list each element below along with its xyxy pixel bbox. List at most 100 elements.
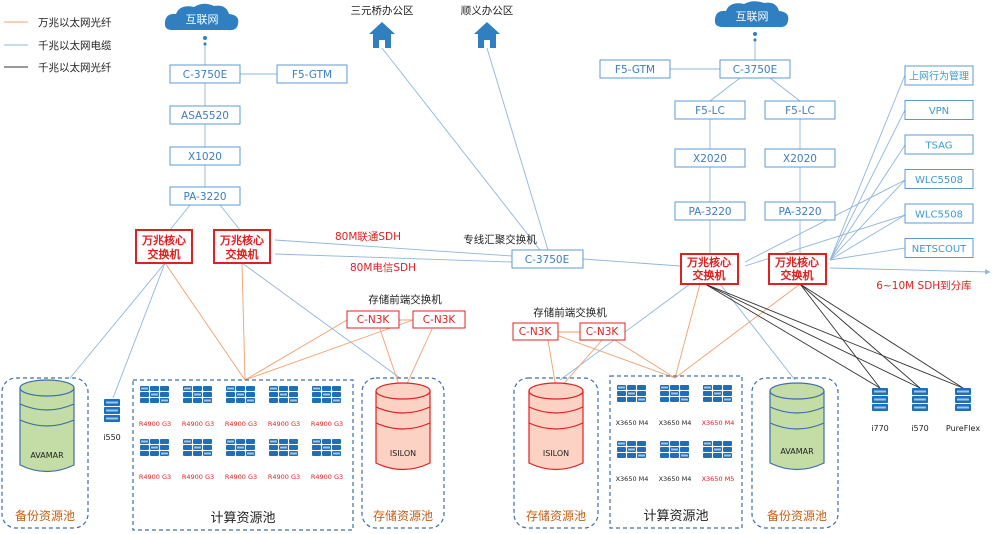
office-sanyuanqiao[interactable]: 三元桥办公区 [351,4,414,48]
left-server-9[interactable]: R4900 G3 [268,439,300,481]
right-side-box-label: WLC5508 [915,175,963,186]
right-pa-1[interactable]: PA-3220 [674,201,746,221]
legend-blue-label: 千兆以太网电缆 [38,39,112,52]
aggr-switch-caption: 专线汇聚交换机 [463,233,537,246]
right-pa-2[interactable]: PA-3220 [764,201,836,221]
left-storage-pool-label: 存储资源池 [373,508,433,523]
left-server-3[interactable]: R4900 G3 [225,386,257,428]
left-pa-firewall[interactable]: PA-3220 [169,186,241,206]
aggr-c3750e-label: C-3750E [525,254,569,266]
right-server-5[interactable]: X3650 M4 [659,441,692,483]
right-server-4[interactable]: X3650 M4 [616,441,649,483]
right-side-box-2[interactable]: VPN [904,100,974,120]
right-side-box-3[interactable]: TSAG [904,134,974,155]
right-side-box-4[interactable]: WLC5508 [904,169,974,189]
left-x1020-device[interactable]: X1020 [169,146,241,166]
left-storage-pool-frame [361,377,445,529]
right-compute-pool-label: 计算资源池 [643,509,708,524]
left-server-2[interactable]: R4900 G3 [182,386,214,428]
aggr-c3750e-switch[interactable]: C-3750E [511,249,584,269]
left-avamar-storage[interactable]: AVAMAR [19,379,75,473]
right-server-2[interactable]: X3650 M4 [659,385,692,427]
left-server-label: R4900 G3 [225,420,257,428]
right-ext-server-label: PureFlex [946,424,980,433]
right-storage-pool-label: 存储资源池 [526,508,586,523]
left-server-1[interactable]: R4900 G3 [139,386,171,428]
right-server-1[interactable]: X3650 M4 [616,385,649,427]
left-cn3k-switch-1[interactable]: C-N3K [346,310,400,329]
left-server-7[interactable]: R4900 G3 [182,439,214,481]
right-side-box-6[interactable]: NETSCOUT [904,238,974,258]
right-c3750e-switch[interactable]: C-3750E [719,59,791,79]
right-cn3k1-label: C-N3K [519,326,553,338]
right-core-switch-1[interactable]: 万兆核心 交换机 [680,253,739,285]
right-ext-server-1[interactable]: i770 [871,388,889,433]
left-server-label: R4900 G3 [225,473,257,481]
right-cn3k-switch-2[interactable]: C-N3K [579,322,626,341]
right-server-3[interactable]: X3650 M4 [702,385,735,427]
right-isilon-storage[interactable]: ISILON [528,382,584,471]
right-core2-line1: 万兆核心 [774,255,819,269]
right-x2020-2[interactable]: X2020 [764,148,836,168]
left-i550-label: i550 [103,433,121,442]
right-server-6[interactable]: X3650 M5 [702,441,735,483]
right-f5lc2-label: F5-LC [785,105,815,117]
right-side-box-5[interactable]: WLC5508 [904,203,974,224]
left-c3750e-switch[interactable]: C-3750E [169,64,241,84]
right-cn3k-switch-1[interactable]: C-N3K [512,322,559,341]
right-avamar-storage[interactable]: AVAMAR [769,382,825,471]
left-core-switch-2[interactable]: 万兆核心 交换机 [213,229,271,264]
left-isilon-label: ISILON [390,449,416,458]
left-i550-server[interactable]: i550 [103,399,121,442]
right-core1-line1: 万兆核心 [686,255,731,269]
left-f5gtm-device[interactable]: F5-GTM [276,64,348,84]
right-server-label: X3650 M4 [659,419,692,427]
right-ext-server-3[interactable]: PureFlex [946,388,980,433]
left-c3750e-label: C-3750E [183,69,227,81]
right-x2020-1[interactable]: X2020 [674,148,746,168]
right-f5lc-1[interactable]: F5-LC [674,100,746,120]
left-server-grid: R4900 G3 R4900 G3 R4900 G3 R4900 G3 R4900 G3… [139,386,343,481]
left-internet-label: 互联网 [186,13,219,26]
right-server-label: X3650 M4 [659,475,692,483]
right-backup-pool-label: 备份资源池 [767,509,827,523]
left-asa-firewall[interactable]: ASA5520 [169,105,241,125]
right-isilon-label: ISILON [543,449,569,458]
left-server-5[interactable]: R4900 G3 [311,386,343,428]
left-core1-line2: 交换机 [148,247,181,261]
right-pa2-label: PA-3220 [778,206,821,218]
left-server-6[interactable]: R4900 G3 [139,439,171,481]
right-c3750e-label: C-3750E [733,64,777,76]
right-server-label: X3650 M4 [702,419,735,427]
right-avamar-label: AVAMAR [780,447,814,456]
office-shunyi[interactable]: 顺义办公区 [461,4,514,48]
left-server-label: R4900 G3 [182,420,214,428]
right-side-box-label: 上网行为管理 [909,70,969,83]
left-server-label: R4900 G3 [139,420,171,428]
left-server-4[interactable]: R4900 G3 [268,386,300,428]
legend-orange-label: 万兆以太网光纤 [38,16,112,29]
right-core-switch-2[interactable]: 万兆核心 交换机 [768,253,827,285]
right-core2-line2: 交换机 [781,268,814,282]
connection-lines [69,38,991,399]
left-server-10[interactable]: R4900 G3 [311,439,343,481]
left-server-label: R4900 G3 [311,420,343,428]
left-server-label: R4900 G3 [139,473,171,481]
right-ext-server-2[interactable]: i570 [911,388,929,433]
right-side-box-1[interactable]: 上网行为管理 [904,65,974,86]
right-f5gtm-device[interactable]: F5-GTM [599,59,671,79]
legend: 万兆以太网光纤 千兆以太网电缆 千兆以太网光纤 [4,16,112,74]
left-cn3k-switch-2[interactable]: C-N3K [412,310,466,329]
left-avamar-label: AVAMAR [30,451,64,460]
left-f5gtm-label: F5-GTM [292,69,332,81]
right-f5lc-2[interactable]: F5-LC [764,100,836,120]
left-core-switch-1[interactable]: 万兆核心 交换机 [135,229,193,264]
left-isilon-storage[interactable]: ISILON [375,382,431,471]
right-pa1-label: PA-3220 [688,206,731,218]
left-server-8[interactable]: R4900 G3 [225,439,257,481]
right-storage-pool-frame [513,377,599,529]
right-sdh-link-label: 6~10M SDH到分库 [876,279,971,292]
right-ext-server-label: i770 [871,424,889,433]
right-side-box-label: TSAG [924,141,952,152]
